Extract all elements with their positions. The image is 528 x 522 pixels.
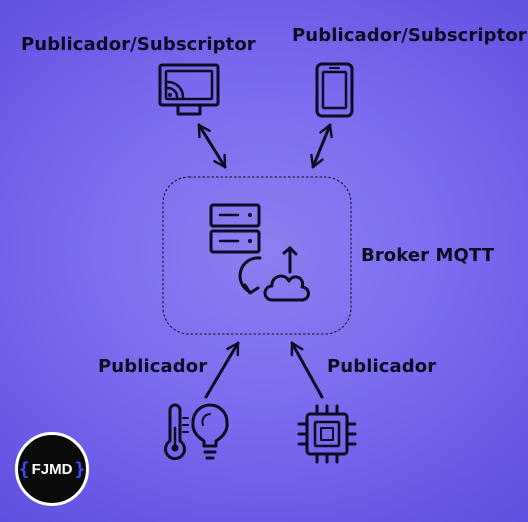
thermometer-lightbulb-icon [166, 405, 228, 459]
cpu-chip-icon [299, 406, 355, 462]
server-cloud-sync-icon [211, 205, 309, 300]
label-broker: Broker MQTT [361, 245, 495, 266]
arrow-bottom-left [204, 341, 240, 399]
arrow-top-left [197, 123, 227, 169]
broker-box [162, 176, 352, 335]
arrow-top-right [310, 123, 333, 169]
arrow-bottom-right [290, 341, 324, 399]
cast-tv-icon [160, 65, 218, 114]
fjmd-logo: { FJMD } [15, 432, 89, 506]
smartphone-icon [317, 64, 352, 116]
label-publisher-subscriber-right: Publicador/Subscriptor [292, 25, 527, 46]
label-publisher-subscriber-left: Publicador/Subscriptor [21, 34, 256, 55]
logo-text: FJMD [31, 460, 73, 478]
logo-open-brace: { [18, 458, 30, 480]
label-publisher-left: Publicador [98, 356, 208, 377]
label-publisher-right: Publicador [327, 356, 437, 377]
logo-close-brace: } [74, 458, 86, 480]
